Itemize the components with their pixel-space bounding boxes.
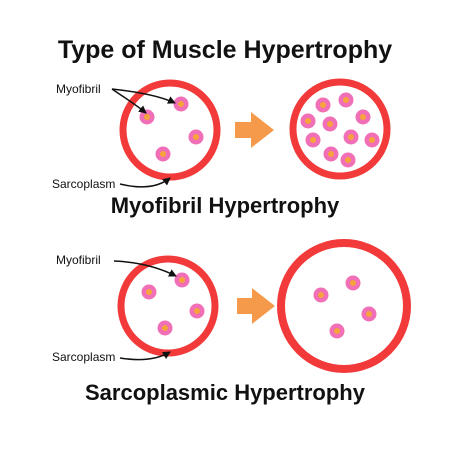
- myofibril-dot: [340, 152, 356, 168]
- sarcoplasm-pointer-arrow: [119, 177, 171, 188]
- myofibril-dot: [361, 306, 377, 322]
- myofibril-dot-core: [305, 118, 311, 124]
- myofibril-dot: [188, 129, 204, 145]
- myofibril-pointer-arrow: [111, 88, 176, 104]
- panel-caption: Myofibril Hypertrophy: [111, 193, 340, 218]
- myofibril-dot: [300, 113, 316, 129]
- myofibril-label: Myofibril: [56, 253, 101, 267]
- myofibril-dot-core: [318, 292, 324, 298]
- myofibril-dot: [315, 97, 331, 113]
- sarcoplasm-pointer-arrow: [119, 351, 171, 361]
- myofibril-dot: [173, 96, 189, 112]
- myofibril-dot-core: [144, 114, 150, 120]
- myofibril-dot: [174, 272, 190, 288]
- myofibril-dot-core: [360, 114, 366, 120]
- myofibril-dot: [343, 129, 359, 145]
- myofibril-dot: [364, 132, 380, 148]
- myofibril-dot: [329, 323, 345, 339]
- myofibril-dot: [313, 287, 329, 303]
- myofibril-dot-core: [179, 277, 185, 283]
- myofibril-dot: [141, 284, 157, 300]
- panel-caption: Sarcoplasmic Hypertrophy: [85, 380, 366, 405]
- myofibril-dot: [338, 92, 354, 108]
- myofibril-dot: [189, 303, 205, 319]
- sarcoplasm-label: Sarcoplasm: [52, 177, 115, 191]
- growth-arrow: [237, 288, 275, 324]
- myofibril-pointer-arrow: [111, 88, 147, 114]
- myofibril-dot-core: [160, 151, 166, 157]
- myofibril-dot-core: [310, 137, 316, 143]
- myofibril-dot: [155, 146, 171, 162]
- myofibril-dot-core: [343, 97, 349, 103]
- muscle-fiber-before: [119, 79, 221, 181]
- page-title: Type of Muscle Hypertrophy: [58, 36, 392, 64]
- myofibril-dot-core: [327, 121, 333, 127]
- myofibrils-after: [300, 92, 380, 168]
- myofibrils-before: [141, 272, 205, 336]
- muscle-fiber-after: [277, 239, 411, 373]
- myofibril-label: Myofibril: [56, 82, 101, 96]
- myofibril-dot-core: [345, 157, 351, 163]
- myofibril-dot-core: [348, 134, 354, 140]
- myofibril-dot-core: [320, 102, 326, 108]
- myofibril-dot-core: [193, 134, 199, 140]
- sarcoplasmic-hypertrophy-panel: Myofibril Sarcoplasm Sarcoplasmic Hypert…: [52, 239, 411, 405]
- myofibril-dot: [345, 275, 361, 291]
- myofibrils-before: [139, 96, 204, 162]
- myofibril-dot-core: [162, 325, 168, 331]
- sarcoplasm-label: Sarcoplasm: [52, 350, 115, 364]
- myofibril-dot-core: [194, 308, 200, 314]
- myofibrils-after: [313, 275, 377, 339]
- myofibril-dot: [322, 116, 338, 132]
- myofibril-dot: [323, 146, 339, 162]
- myofibril-dot: [157, 320, 173, 336]
- myofibril-dot-core: [146, 289, 152, 295]
- myofibril-dot-core: [334, 328, 340, 334]
- myofibril-dot: [305, 132, 321, 148]
- myofibril-hypertrophy-panel: Myofibril Sarcoplasm Myofibril Hypertrop…: [52, 78, 391, 218]
- myofibril-dot-core: [178, 101, 184, 107]
- myofibril-dot: [355, 109, 371, 125]
- growth-arrow: [235, 112, 274, 148]
- myofibril-dot-core: [366, 311, 372, 317]
- myofibril-dot-core: [369, 137, 375, 143]
- myofibril-pointer-arrow: [113, 260, 177, 277]
- myofibril-dot-core: [350, 280, 356, 286]
- myofibril-dot-core: [328, 151, 334, 157]
- myofibril-dot: [139, 109, 155, 125]
